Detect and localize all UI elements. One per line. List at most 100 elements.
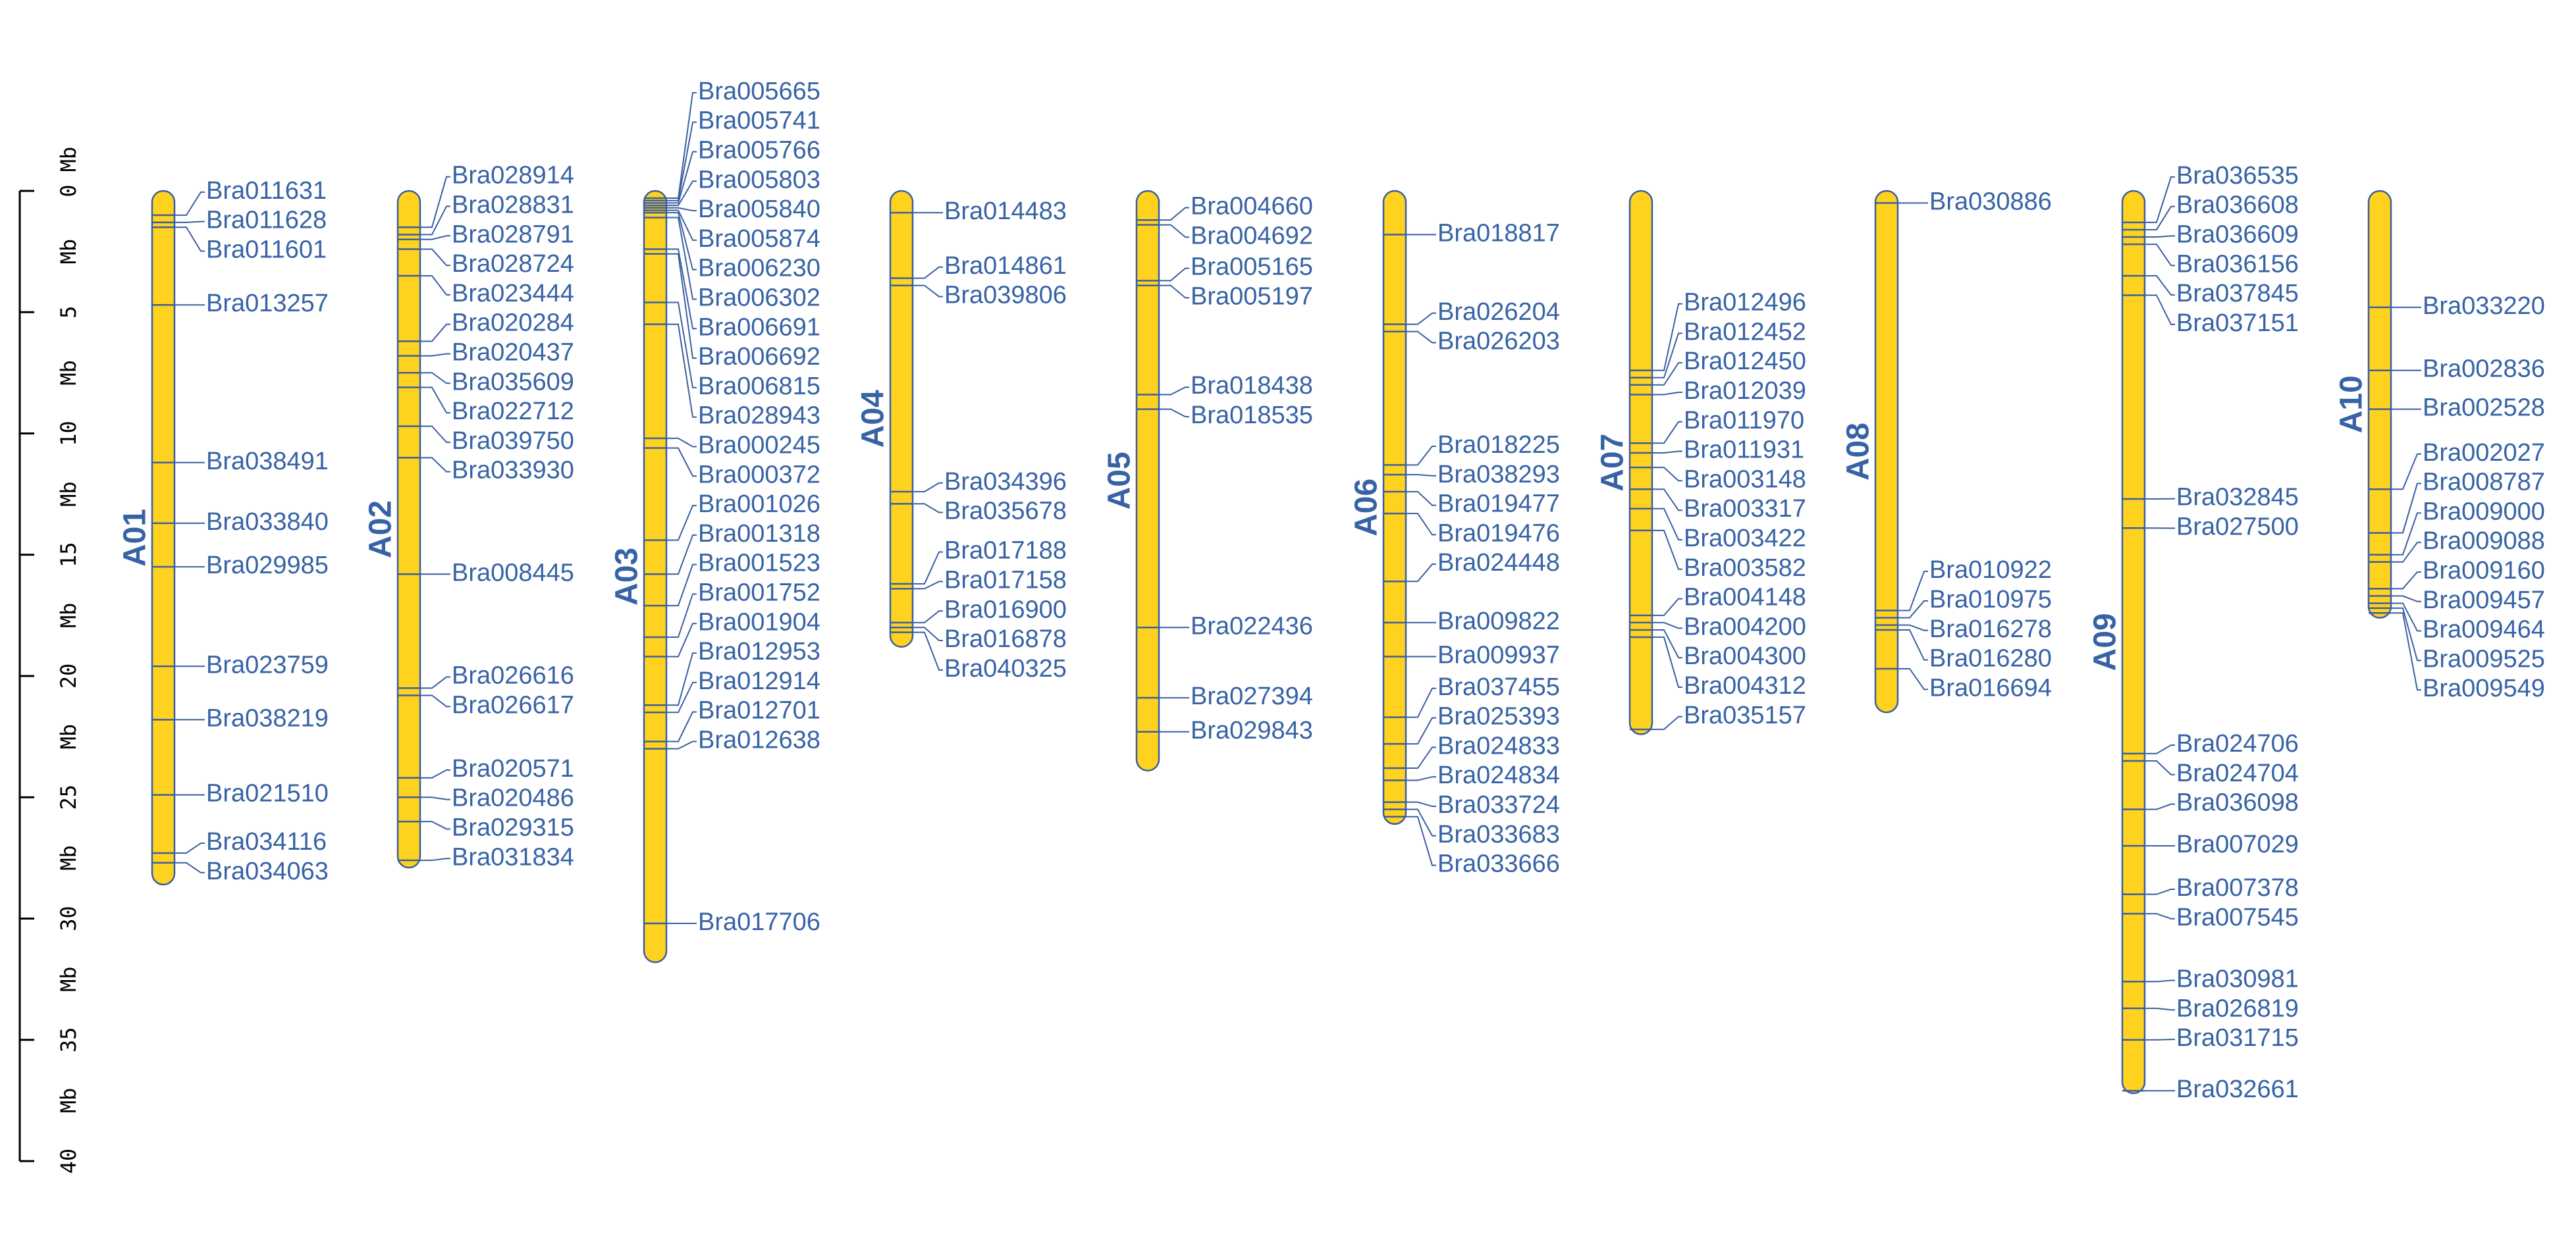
- gene-label[interactable]: Bra024704: [2176, 760, 2299, 787]
- gene-label[interactable]: Bra010975: [1929, 586, 2052, 613]
- gene-label[interactable]: Bra012039: [1684, 377, 1806, 405]
- chromosome-bar[interactable]: [151, 190, 176, 886]
- gene-label[interactable]: Bra029315: [452, 814, 574, 841]
- gene-label[interactable]: Bra007378: [2176, 874, 2299, 902]
- gene-label[interactable]: Bra003148: [1684, 465, 1806, 493]
- gene-label[interactable]: Bra038293: [1437, 461, 1560, 488]
- gene-label[interactable]: Bra008787: [2423, 469, 2545, 496]
- gene-label[interactable]: Bra004660: [1191, 193, 1313, 221]
- gene-label[interactable]: Bra018535: [1191, 402, 1313, 429]
- gene-label[interactable]: Bra028914: [452, 162, 574, 190]
- gene-label[interactable]: Bra012953: [698, 638, 820, 665]
- gene-label[interactable]: Bra002528: [2423, 394, 2545, 422]
- gene-label[interactable]: Bra017706: [698, 908, 820, 936]
- gene-label[interactable]: Bra025393: [1437, 703, 1560, 731]
- gene-label[interactable]: Bra037845: [2176, 280, 2299, 307]
- gene-label[interactable]: Bra000372: [698, 461, 820, 488]
- gene-label[interactable]: Bra033724: [1437, 791, 1560, 819]
- gene-label[interactable]: Bra030886: [1929, 188, 2052, 215]
- gene-label[interactable]: Bra029843: [1191, 717, 1313, 744]
- gene-label[interactable]: Bra038219: [206, 704, 329, 732]
- gene-label[interactable]: Bra033666: [1437, 850, 1560, 878]
- gene-label[interactable]: Bra001904: [698, 608, 820, 636]
- gene-label[interactable]: Bra012450: [1684, 348, 1806, 375]
- gene-label[interactable]: Bra011628: [206, 207, 327, 234]
- gene-label[interactable]: Bra019476: [1437, 519, 1560, 547]
- gene-label[interactable]: Bra033840: [206, 508, 329, 536]
- gene-label[interactable]: Bra005803: [698, 166, 820, 194]
- gene-label[interactable]: Bra005665: [698, 78, 820, 105]
- gene-label[interactable]: Bra011631: [206, 177, 327, 205]
- gene-label[interactable]: Bra035157: [1684, 702, 1806, 729]
- gene-label[interactable]: Bra026203: [1437, 328, 1560, 355]
- gene-label[interactable]: Bra037151: [2176, 309, 2299, 337]
- gene-label[interactable]: Bra020571: [452, 755, 574, 783]
- gene-label[interactable]: Bra006692: [698, 343, 820, 371]
- gene-label[interactable]: Bra030981: [2176, 966, 2299, 993]
- gene-label[interactable]: Bra007029: [2176, 831, 2299, 858]
- gene-label[interactable]: Bra026616: [452, 662, 574, 690]
- gene-label[interactable]: Bra024706: [2176, 730, 2299, 758]
- gene-label[interactable]: Bra002836: [2423, 355, 2545, 383]
- chromosome-bar[interactable]: [2121, 190, 2146, 1095]
- gene-label[interactable]: Bra009937: [1437, 642, 1560, 669]
- gene-label[interactable]: Bra034396: [944, 468, 1067, 496]
- gene-label[interactable]: Bra017188: [944, 537, 1067, 565]
- gene-label[interactable]: Bra018817: [1437, 219, 1560, 247]
- gene-label[interactable]: Bra011970: [1684, 407, 1804, 434]
- gene-label[interactable]: Bra011601: [206, 236, 327, 264]
- gene-label[interactable]: Bra032845: [2176, 484, 2299, 511]
- gene-label[interactable]: Bra026819: [2176, 995, 2299, 1022]
- gene-label[interactable]: Bra014483: [944, 197, 1067, 225]
- gene-label[interactable]: Bra016278: [1929, 615, 2052, 643]
- gene-label[interactable]: Bra035609: [452, 368, 574, 396]
- gene-label[interactable]: Bra017158: [944, 566, 1067, 594]
- gene-label[interactable]: Bra003422: [1684, 525, 1806, 552]
- gene-label[interactable]: Bra031834: [452, 843, 574, 871]
- gene-label[interactable]: Bra005874: [698, 225, 820, 253]
- gene-label[interactable]: Bra027500: [2176, 513, 2299, 541]
- chromosome-bar[interactable]: [643, 190, 668, 964]
- gene-label[interactable]: Bra016694: [1929, 674, 2052, 702]
- gene-label[interactable]: Bra022712: [452, 398, 574, 425]
- gene-label[interactable]: Bra006691: [698, 313, 820, 341]
- gene-label[interactable]: Bra011931: [1684, 436, 1804, 464]
- gene-label[interactable]: Bra036156: [2176, 250, 2299, 278]
- chromosome-bar[interactable]: [1628, 190, 1653, 735]
- gene-label[interactable]: Bra012452: [1684, 318, 1806, 346]
- gene-label[interactable]: Bra039750: [452, 427, 574, 455]
- gene-label[interactable]: Bra009000: [2423, 498, 2545, 525]
- gene-label[interactable]: Bra009549: [2423, 675, 2545, 702]
- gene-label[interactable]: Bra036535: [2176, 162, 2299, 190]
- chromosome-bar[interactable]: [1135, 190, 1160, 771]
- gene-label[interactable]: Bra021510: [206, 780, 329, 808]
- gene-label[interactable]: Bra004312: [1684, 672, 1806, 700]
- gene-label[interactable]: Bra037455: [1437, 673, 1560, 701]
- chromosome-bar[interactable]: [1874, 190, 1899, 714]
- gene-label[interactable]: Bra001523: [698, 550, 820, 577]
- gene-label[interactable]: Bra038491: [206, 448, 329, 475]
- gene-label[interactable]: Bra001318: [698, 520, 820, 548]
- gene-label[interactable]: Bra036098: [2176, 789, 2299, 817]
- gene-label[interactable]: Bra028831: [452, 192, 574, 219]
- chromosome-bar[interactable]: [889, 190, 914, 648]
- gene-label[interactable]: Bra028943: [698, 402, 820, 430]
- gene-label[interactable]: Bra005197: [1191, 282, 1313, 310]
- gene-label[interactable]: Bra005165: [1191, 253, 1313, 281]
- gene-label[interactable]: Bra002027: [2423, 439, 2545, 467]
- gene-label[interactable]: Bra012638: [698, 726, 820, 754]
- chromosome-bar[interactable]: [2367, 190, 2392, 619]
- gene-label[interactable]: Bra010922: [1929, 556, 2052, 584]
- gene-label[interactable]: Bra003317: [1684, 495, 1806, 523]
- gene-label[interactable]: Bra020437: [452, 339, 574, 367]
- gene-label[interactable]: Bra004300: [1684, 642, 1806, 670]
- gene-label[interactable]: Bra019477: [1437, 490, 1560, 518]
- gene-label[interactable]: Bra026617: [452, 691, 574, 719]
- gene-label[interactable]: Bra009160: [2423, 557, 2545, 585]
- gene-label[interactable]: Bra008445: [452, 559, 574, 586]
- gene-label[interactable]: Bra024448: [1437, 549, 1560, 577]
- gene-label[interactable]: Bra007545: [2176, 904, 2299, 931]
- chromosome-bar[interactable]: [1382, 190, 1407, 825]
- gene-label[interactable]: Bra018438: [1191, 372, 1313, 400]
- gene-label[interactable]: Bra013257: [206, 290, 329, 317]
